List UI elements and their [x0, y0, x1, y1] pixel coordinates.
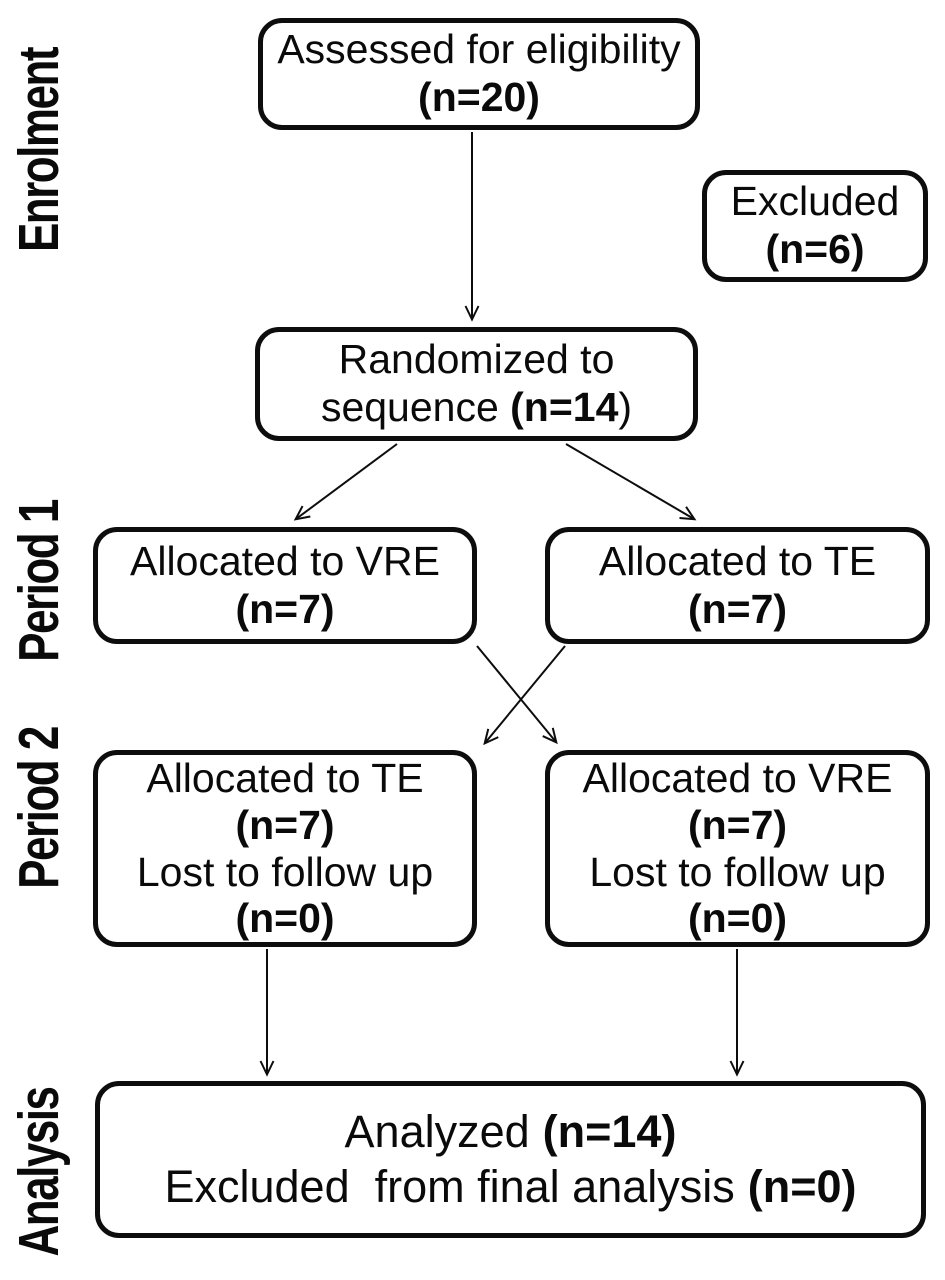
randomized-text-line1: Randomized to — [338, 336, 615, 383]
period1-right-n-value: (n=7) — [687, 585, 788, 632]
period2-right-n-value: (n=7) — [687, 801, 788, 848]
arrow-crossover-te-to-vre — [483, 645, 566, 746]
period1-right-text: Allocated to TE — [598, 537, 877, 584]
analysis-line2: Excluded from final analysis(n=0) — [164, 1160, 856, 1215]
period2-allocated-vre-box: Allocated to VRE (n=7) Lost to follow up… — [545, 750, 930, 947]
excluded-final-text: Excluded from final analysis — [164, 1160, 735, 1212]
excluded-text: Excluded — [730, 178, 900, 225]
period1-left-n-value: (n=7) — [235, 585, 335, 632]
stage-label-period-1: Period 1 — [8, 500, 71, 662]
randomized-line2-prefix: sequence — [320, 384, 511, 430]
randomized-line2-close: ) — [618, 384, 633, 430]
period2-left-lost-text: Lost to follow up — [136, 848, 434, 895]
excluded-final-n-value: (n=0) — [747, 1160, 857, 1212]
period1-allocated-te-box: Allocated to TE (n=7) — [545, 527, 930, 644]
arrow-randomized-to-vre — [293, 443, 398, 521]
stage-label-period-2: Period 2 — [8, 727, 71, 889]
period1-left-text: Allocated to VRE — [130, 537, 440, 584]
assessed-for-eligibility-box: Assessed for eligibility (n=20) — [258, 18, 700, 130]
randomized-box: Randomized to sequence (n=14) — [255, 327, 698, 441]
period1-allocated-vre-box: Allocated to VRE (n=7) — [93, 527, 477, 644]
period2-left-text: Allocated to TE — [146, 755, 424, 802]
assessed-n-value: (n=20) — [418, 74, 540, 120]
excluded-n-value: (n=6) — [765, 226, 865, 272]
randomized-text-line2: sequence (n=14) — [321, 384, 632, 432]
arrow-randomized-to-te — [565, 443, 697, 521]
analysis-box: Analyzed(n=14) Excluded from final analy… — [95, 1081, 926, 1238]
excluded-box: Excluded (n=6) — [702, 170, 928, 282]
period2-right-lost-text: Lost to follow up — [589, 848, 886, 895]
analysis-line1: Analyzed(n=14) — [345, 1105, 677, 1160]
stage-label-enrolment: Enrolment — [8, 47, 71, 253]
randomized-n-value: (n=14 — [510, 384, 619, 430]
arrow-crossover-vre-to-te — [476, 645, 558, 745]
period2-left-lost-n-value: (n=0) — [235, 895, 335, 942]
assessed-text: Assessed for eligibility — [277, 26, 681, 73]
analyzed-n-value: (n=14) — [542, 1105, 677, 1157]
period2-allocated-te-box: Allocated to TE (n=7) Lost to follow up … — [93, 750, 477, 947]
stage-label-analysis: Analysis — [8, 1087, 71, 1257]
period2-right-text: Allocated to VRE — [582, 755, 893, 802]
period2-right-lost-n-value: (n=0) — [687, 895, 788, 942]
analyzed-text: Analyzed — [344, 1105, 530, 1157]
period2-left-n-value: (n=7) — [235, 801, 335, 848]
